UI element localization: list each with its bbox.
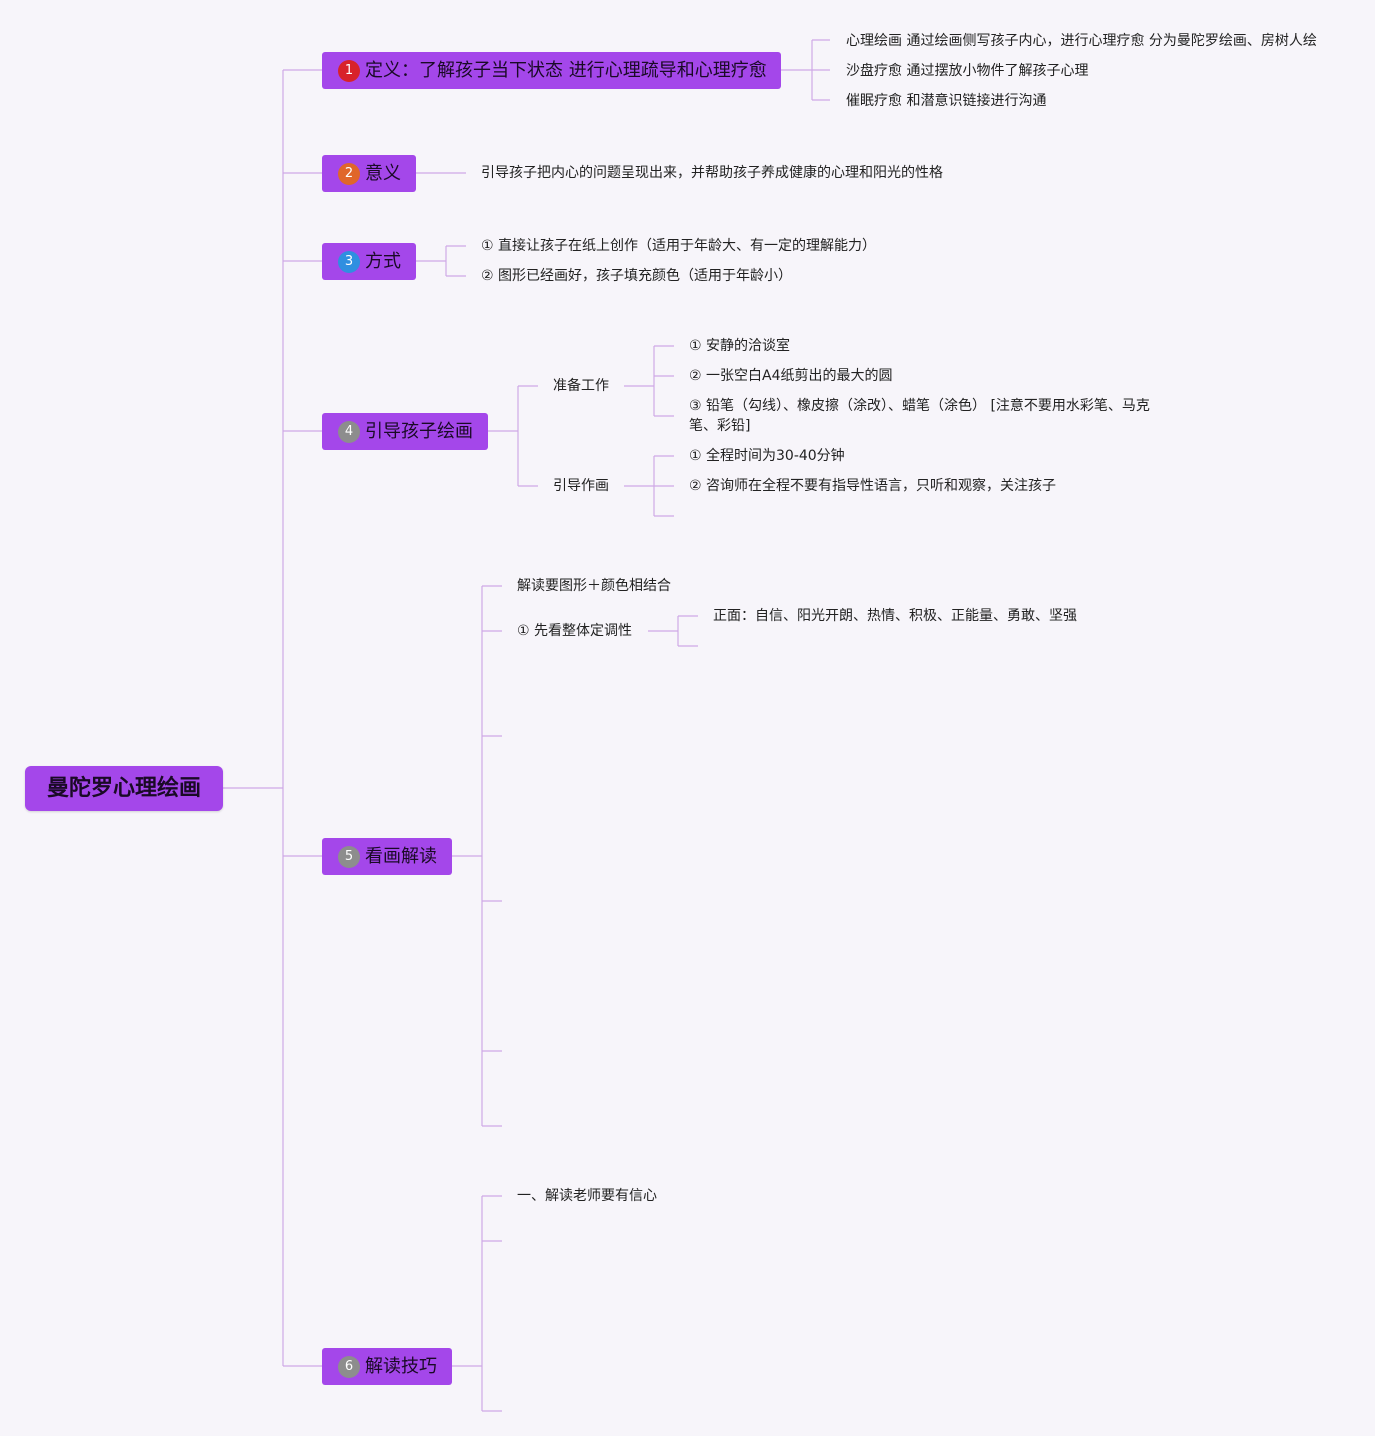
- number-badge-icon: 3: [338, 250, 360, 273]
- leaf-shape-color[interactable]: 解读要图形＋颜色相结合: [517, 578, 671, 594]
- branch-interpretation-tips[interactable]: 6 解读技巧: [322, 1348, 452, 1385]
- number-badge-icon: 5: [338, 845, 360, 868]
- leaf-psych-drawing[interactable]: 心理绘画 通过绘画侧写孩子内心，进行心理疗愈 分为曼陀罗绘画、房树人绘: [846, 33, 1317, 49]
- leaf-sandplay[interactable]: 沙盘疗愈 通过摆放小物件了解孩子心理: [846, 63, 1089, 79]
- branch-label: 看画解读: [365, 846, 437, 867]
- leaf-overall-tone[interactable]: ① 先看整体定调性: [517, 623, 633, 639]
- branch-label: 解读技巧: [365, 1356, 437, 1377]
- leaf-quiet-room[interactable]: ① 安静的洽谈室: [689, 338, 791, 354]
- leaf-method-fill[interactable]: ② 图形已经画好，孩子填充颜色（适用于年龄小）: [481, 268, 792, 284]
- branch-label: 定义：了解孩子当下状态 进行心理疏导和心理疗愈: [365, 60, 767, 81]
- number-badge-icon: 2: [338, 162, 360, 185]
- leaf-tools-line2[interactable]: 笔、彩铅]: [689, 418, 751, 434]
- number-badge-icon: 1: [338, 59, 360, 82]
- root-topic[interactable]: 曼陀罗心理绘画: [25, 766, 223, 811]
- leaf-positive-traits[interactable]: 正面：自信、阳光开朗、热情、积极、正能量、勇敢、坚强: [713, 608, 1077, 624]
- branch-definition[interactable]: 1 定义：了解孩子当下状态 进行心理疏导和心理疗愈: [322, 52, 781, 89]
- leaf-hypnosis[interactable]: 催眠疗愈 和潜意识链接进行沟通: [846, 93, 1047, 109]
- group-guided-painting[interactable]: 引导作画: [553, 478, 609, 494]
- leaf-a4-circle[interactable]: ② 一张空白A4纸剪出的最大的圆: [689, 368, 893, 384]
- leaf-confidence[interactable]: 一、解读老师要有信心: [517, 1188, 657, 1204]
- branch-label: 引导孩子绘画: [365, 421, 473, 442]
- leaf-duration[interactable]: ① 全程时间为30-40分钟: [689, 448, 845, 464]
- leaf-tools-line1[interactable]: ③ 铅笔（勾线）、橡皮擦（涂改）、蜡笔（涂色） [注意不要用水彩笔、马克: [689, 398, 1150, 414]
- branch-label: 意义: [365, 163, 401, 184]
- leaf-method-direct[interactable]: ① 直接让孩子在纸上创作（适用于年龄大、有一定的理解能力）: [481, 238, 876, 254]
- number-badge-icon: 4: [338, 420, 360, 443]
- branch-interpretation[interactable]: 5 看画解读: [322, 838, 452, 875]
- leaf-no-guidance[interactable]: ② 咨询师在全程不要有指导性语言，只听和观察，关注孩子: [689, 478, 1056, 494]
- branch-guide-drawing[interactable]: 4 引导孩子绘画: [322, 413, 488, 450]
- branch-method[interactable]: 3 方式: [322, 243, 416, 280]
- branch-label: 方式: [365, 251, 401, 272]
- group-preparation[interactable]: 准备工作: [553, 378, 609, 394]
- number-badge-icon: 6: [338, 1355, 360, 1378]
- branch-meaning[interactable]: 2 意义: [322, 155, 416, 192]
- leaf-meaning-text[interactable]: 引导孩子把内心的问题呈现出来，并帮助孩子养成健康的心理和阳光的性格: [481, 165, 943, 181]
